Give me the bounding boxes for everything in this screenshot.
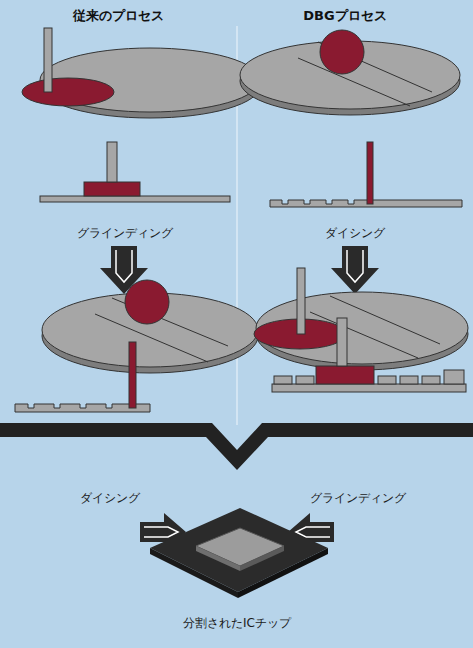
- step-label: グラインディング: [77, 226, 173, 240]
- down-arrow-line: [116, 250, 132, 282]
- wafer-unground: [444, 370, 464, 384]
- result-label: 分割されたICチップ: [183, 616, 291, 630]
- dicing-blade: [320, 30, 364, 74]
- wafer-side-grooved: [270, 200, 462, 207]
- step-label: ダイシング: [325, 226, 385, 240]
- chip-side: [378, 376, 396, 384]
- spindle: [297, 268, 305, 334]
- ic-chip-edge: [240, 546, 284, 571]
- chip-side: [274, 376, 292, 384]
- spindle: [44, 28, 52, 92]
- dicing-blade-side: [367, 142, 373, 204]
- dicing-blade-side: [129, 342, 136, 408]
- ic-chip-edge: [196, 546, 240, 571]
- chip-base: [150, 508, 328, 592]
- left-arrow-line: [296, 527, 330, 537]
- column-heading: DBGプロセス: [303, 8, 386, 24]
- column-heading: 従来のプロセス: [73, 8, 164, 24]
- ic-chip: [196, 528, 284, 566]
- down-arrow-line: [347, 250, 363, 282]
- down-arrow: [331, 246, 379, 294]
- chip-side: [422, 376, 440, 384]
- dicing-blade: [125, 280, 169, 324]
- spindle-side: [107, 142, 117, 182]
- wafer-side: [40, 196, 230, 202]
- grinding-wheel-side: [316, 366, 374, 384]
- chip-side: [400, 376, 418, 384]
- right-arrow-line: [144, 527, 178, 537]
- support-tape: [272, 384, 466, 392]
- grinding-wheel-side: [84, 182, 140, 196]
- chip-side: [296, 376, 314, 384]
- spindle-side: [337, 318, 347, 366]
- step-label: グラインディング: [310, 491, 406, 505]
- step-label: ダイシング: [80, 491, 140, 505]
- merge-band: [0, 423, 473, 470]
- grinding-wheel: [22, 78, 114, 106]
